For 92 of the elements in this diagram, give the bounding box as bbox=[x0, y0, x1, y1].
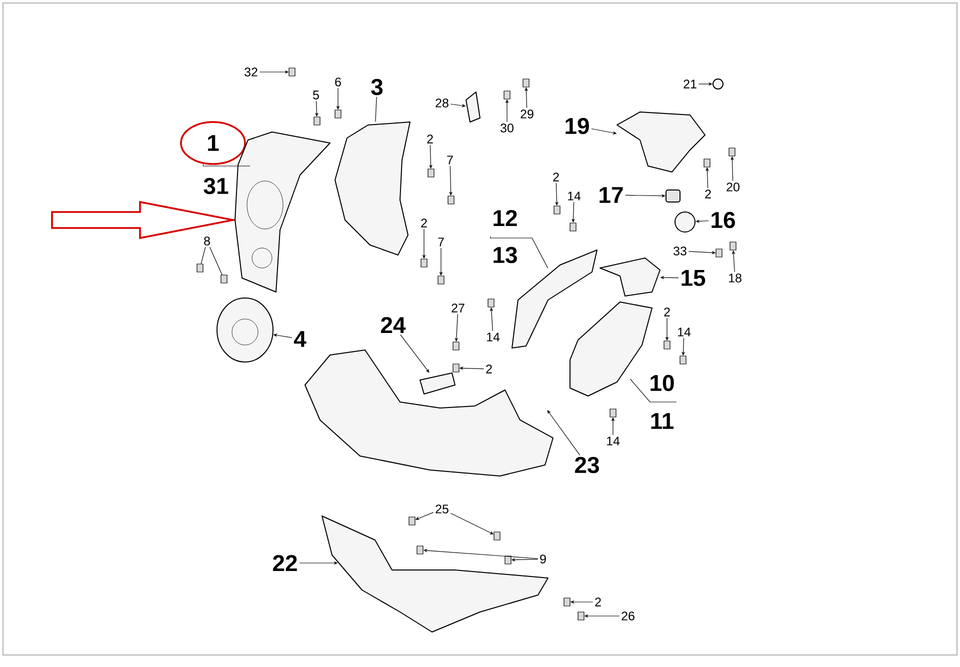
leader-line bbox=[547, 410, 580, 456]
fastener-drawing bbox=[570, 222, 576, 232]
callout-number: 13 bbox=[494, 246, 517, 264]
callout-number: 2 bbox=[595, 598, 601, 606]
fastener-drawing bbox=[452, 364, 460, 372]
fastener-drawing bbox=[716, 248, 722, 258]
callout-number: 22 bbox=[273, 554, 297, 572]
fastener-drawing bbox=[448, 196, 454, 204]
callout-number: 11 bbox=[651, 413, 674, 429]
fastener-drawing bbox=[488, 298, 494, 308]
panel-drawing bbox=[600, 258, 660, 296]
fastener-drawing bbox=[704, 158, 710, 168]
panel-drawing bbox=[304, 350, 554, 476]
fastener-drawing bbox=[408, 516, 416, 526]
callout-number: 12 bbox=[494, 210, 517, 226]
callout-number: 20 bbox=[726, 182, 740, 192]
callout-number: 24 bbox=[381, 316, 406, 334]
panel-drawing bbox=[322, 516, 548, 632]
fastener-drawing bbox=[494, 532, 500, 540]
callout-number: 17 bbox=[600, 187, 623, 203]
fastener-drawing bbox=[730, 242, 736, 250]
leader-line bbox=[375, 96, 377, 122]
callout-number: 1 bbox=[208, 135, 219, 151]
callout-number: 6 bbox=[335, 78, 341, 86]
callout-number: 2 bbox=[664, 308, 670, 316]
leader-line bbox=[200, 246, 206, 264]
callout-number: 21 bbox=[684, 80, 696, 88]
callout-number: 7 bbox=[438, 238, 444, 246]
callout-number: 7 bbox=[447, 156, 453, 164]
panel-drawing bbox=[234, 132, 330, 292]
callout-number: 31 bbox=[204, 178, 228, 194]
callout-number: 2 bbox=[486, 364, 492, 374]
callout-number: 19 bbox=[566, 118, 589, 134]
fastener-drawing bbox=[664, 340, 670, 350]
fastener-drawing bbox=[334, 110, 342, 118]
callout-number: 5 bbox=[313, 90, 319, 100]
callout-number: 8 bbox=[204, 236, 210, 246]
callout-number: 23 bbox=[575, 456, 599, 474]
callout-number: 9 bbox=[540, 554, 546, 564]
callout-number: 2 bbox=[553, 172, 559, 182]
panel-drawing bbox=[334, 122, 410, 256]
callout-number: 2 bbox=[705, 190, 711, 198]
fastener-drawing bbox=[420, 258, 428, 268]
fastener-drawing bbox=[522, 78, 530, 88]
fastener-drawing bbox=[288, 68, 296, 76]
callout-number: 15 bbox=[682, 270, 706, 286]
fastener-drawing bbox=[416, 546, 424, 554]
fastener-drawing bbox=[220, 274, 228, 284]
callout-number: 14 bbox=[607, 436, 620, 446]
callout-number: 33 bbox=[674, 246, 686, 256]
panel-drawing bbox=[466, 92, 480, 122]
callout-number: 32 bbox=[244, 68, 258, 76]
fastener-drawing bbox=[452, 342, 460, 350]
panel-drawing bbox=[570, 302, 652, 396]
part-drawing bbox=[216, 298, 274, 362]
fastener-drawing bbox=[504, 90, 510, 100]
callout-number: 30 bbox=[500, 124, 514, 132]
fastener-drawing bbox=[578, 612, 584, 620]
panel-drawing bbox=[420, 372, 456, 394]
fastener-drawing bbox=[428, 168, 434, 178]
callout-number: 2 bbox=[427, 134, 433, 144]
part-drawing bbox=[666, 190, 680, 202]
leader-line bbox=[202, 164, 250, 166]
fastener-drawing bbox=[196, 264, 204, 272]
callout-number: 28 bbox=[436, 98, 448, 108]
part-drawing bbox=[712, 78, 724, 90]
leader-line bbox=[630, 378, 676, 402]
fastener-drawing bbox=[314, 116, 320, 126]
callout-number: 4 bbox=[294, 331, 306, 347]
fastener-drawing bbox=[564, 598, 570, 606]
part-drawing bbox=[674, 212, 696, 232]
callout-number: 29 bbox=[520, 110, 534, 118]
fastener-drawing bbox=[610, 408, 616, 418]
leader-line bbox=[490, 236, 548, 268]
fastener-drawing bbox=[680, 356, 686, 364]
callout-number: 16 bbox=[712, 212, 735, 228]
fastener-drawing bbox=[504, 556, 512, 564]
panel-drawing bbox=[616, 112, 706, 172]
callout-number: 14 bbox=[568, 192, 581, 200]
fastener-drawing bbox=[554, 206, 560, 214]
callout-number: 2 bbox=[421, 218, 427, 228]
fastener-drawing bbox=[728, 148, 736, 156]
callout-number: 10 bbox=[650, 374, 674, 392]
callout-number: 3 bbox=[371, 78, 383, 96]
callout-number: 14 bbox=[678, 328, 691, 336]
leader-line bbox=[209, 246, 222, 275]
fastener-drawing bbox=[438, 276, 444, 284]
callout-number: 18 bbox=[729, 274, 742, 282]
callout-number: 27 bbox=[452, 304, 464, 312]
callout-number: 25 bbox=[436, 504, 448, 514]
callout-number: 26 bbox=[622, 612, 634, 620]
callout-number: 14 bbox=[487, 332, 500, 342]
